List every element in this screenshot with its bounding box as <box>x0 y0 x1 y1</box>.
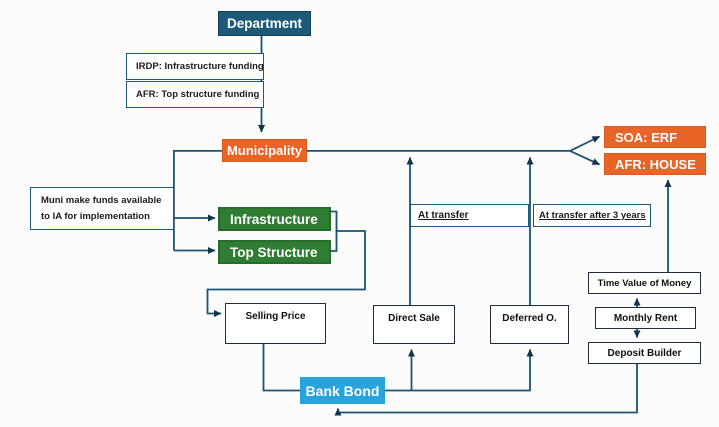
node-top-structure-label: Top Structure <box>230 244 318 260</box>
node-time-value: Time Value of Money <box>588 272 701 294</box>
line-selling-price-to-bank-bond <box>262 344 300 392</box>
node-muni-note: Muni make funds available to IA for impl… <box>30 187 174 230</box>
node-monthly-rent: Monthly Rent <box>595 307 696 329</box>
node-bank-bond-label: Bank Bond <box>305 382 380 399</box>
node-afr-house: AFR: HOUSE <box>604 153 706 175</box>
node-irdp-note: IRDP: Infrastructure funding <box>126 53 264 80</box>
arrow-deposit-builder-to-bank-bond <box>334 363 638 416</box>
node-direct-sale-label: Direct Sale <box>388 313 440 324</box>
node-deposit-builder: Deposit Builder <box>588 342 701 364</box>
node-time-value-label: Time Value of Money <box>597 277 692 289</box>
node-municipality-label: Municipality <box>226 143 303 158</box>
node-soa-erf-label: SOA: ERF <box>615 129 678 145</box>
node-irdp-note-label: IRDP: Infrastructure funding <box>136 61 264 72</box>
node-at-transfer: At transfer <box>410 204 529 227</box>
muni-note-line1: Muni make funds available <box>41 195 162 206</box>
node-direct-sale: Direct Sale <box>373 305 455 344</box>
node-municipality: Municipality <box>222 139 307 162</box>
node-deferred-o: Deferred O. <box>490 305 569 344</box>
node-at-transfer-label: At transfer <box>418 210 469 221</box>
line-municipality-left-down <box>173 150 222 251</box>
node-deposit-builder-label: Deposit Builder <box>607 347 682 359</box>
node-deferred-o-label: Deferred O. <box>502 313 557 324</box>
node-top-structure: Top Structure <box>218 240 331 264</box>
node-selling-price-label: Selling Price <box>245 311 306 322</box>
node-bank-bond: Bank Bond <box>300 377 385 404</box>
node-selling-price: Selling Price <box>225 303 326 344</box>
node-afr-house-label: AFR: HOUSE <box>615 156 696 172</box>
node-infrastructure: Infrastructure <box>218 207 331 231</box>
node-at-transfer-3yr: At transfer after 3 years <box>533 204 651 227</box>
node-soa-erf: SOA: ERF <box>604 126 706 148</box>
node-at-transfer-3yr-label: At transfer after 3 years <box>539 210 646 221</box>
arrow-to-afr-house <box>569 150 600 166</box>
node-muni-note-text: Muni make funds available to IA for impl… <box>31 193 161 225</box>
muni-note-line2: to IA for implementation <box>41 211 150 222</box>
node-afr-note-label: AFR: Top structure funding <box>136 89 260 100</box>
arrow-bank-bond-to-deferred <box>385 349 534 392</box>
arrow-to-soa-erf <box>569 135 600 152</box>
node-monthly-rent-label: Monthly Rent <box>613 312 678 324</box>
arrow-bracket-to-selling-price <box>206 230 366 317</box>
node-department: Department <box>218 11 311 36</box>
node-infrastructure-label: Infrastructure <box>230 211 318 227</box>
node-department-label: Department <box>226 16 302 31</box>
node-afr-note: AFR: Top structure funding <box>126 81 264 108</box>
